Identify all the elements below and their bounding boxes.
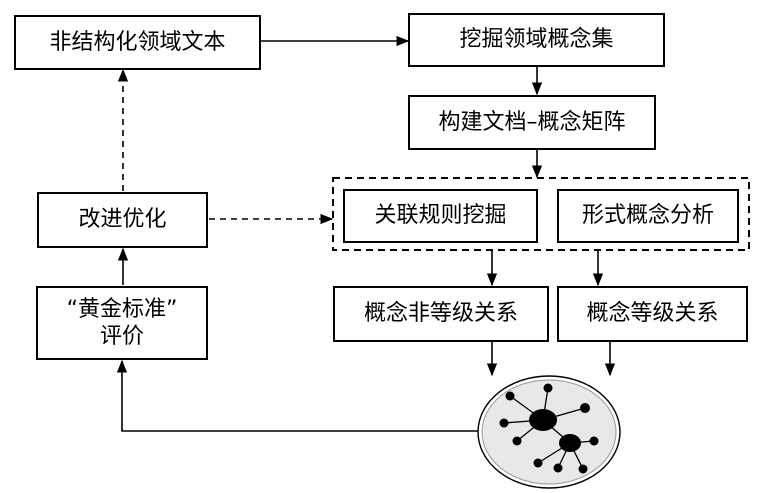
node-mine-concepts: 挖掘领域概念集 (408, 13, 665, 67)
node-unstructured-text-label: 非结构化领域文本 (49, 29, 226, 55)
node-fca-label: 形式概念分析 (581, 203, 714, 229)
node-hierarchical: 概念等级关系 (557, 286, 748, 342)
node-non-hierarchical-label: 概念非等级关系 (363, 301, 518, 327)
node-assoc-rules: 关联规则挖掘 (343, 189, 538, 243)
node-build-matrix: 构建文档–概念矩阵 (408, 95, 656, 150)
node-improve-label: 改进优化 (78, 207, 167, 233)
node-non-hierarchical: 概念非等级关系 (333, 286, 549, 342)
node-improve: 改进优化 (37, 192, 208, 248)
node-gold-line1: “黄金标准” (66, 296, 178, 322)
node-mine-concepts-label: 挖掘领域概念集 (459, 27, 614, 53)
node-assoc-rules-label: 关联规则挖掘 (374, 203, 507, 229)
node-unstructured-text: 非结构化领域文本 (14, 15, 261, 70)
arrow-graph-to-eval (116, 359, 478, 432)
node-build-matrix-label: 构建文档–概念矩阵 (438, 109, 626, 135)
node-fca: 形式概念分析 (557, 189, 739, 243)
node-gold-line2: 评价 (99, 324, 144, 349)
node-hierarchical-label: 概念等级关系 (586, 301, 719, 327)
ontology-graph-icon (477, 375, 621, 489)
node-gold-standard-eval: “黄金标准” 评价 (36, 286, 208, 360)
